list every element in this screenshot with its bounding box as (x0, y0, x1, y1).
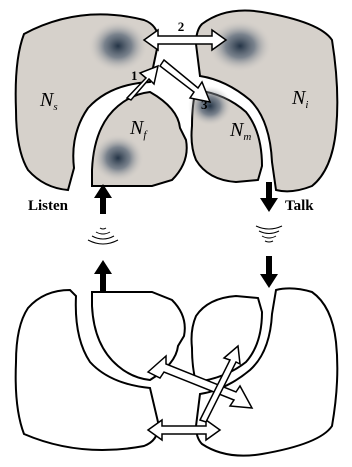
pathway-2-arrow (144, 30, 226, 50)
hotspot-feedback (92, 134, 144, 182)
pathway-2-label: 2 (178, 19, 185, 34)
talk-label: Talk (285, 198, 314, 214)
hotspot-sensory (88, 20, 148, 72)
pathway-2-arrow-bottom (148, 420, 220, 440)
pathway-1-label: 1 (131, 68, 138, 83)
listen-label: Listen (28, 198, 69, 214)
pathway-3-label: 3 (201, 97, 208, 112)
listen-arrow-bottom (94, 260, 112, 292)
top-brain: Ns Nf Nm Ni 2 1 3 Listen Talk (16, 11, 338, 215)
sound-waves-right (256, 226, 282, 242)
bottom-brain (16, 256, 338, 456)
sound-waves-left (88, 228, 118, 244)
talk-arrow-bottom (260, 256, 278, 288)
listen-arrow-top (94, 184, 112, 214)
